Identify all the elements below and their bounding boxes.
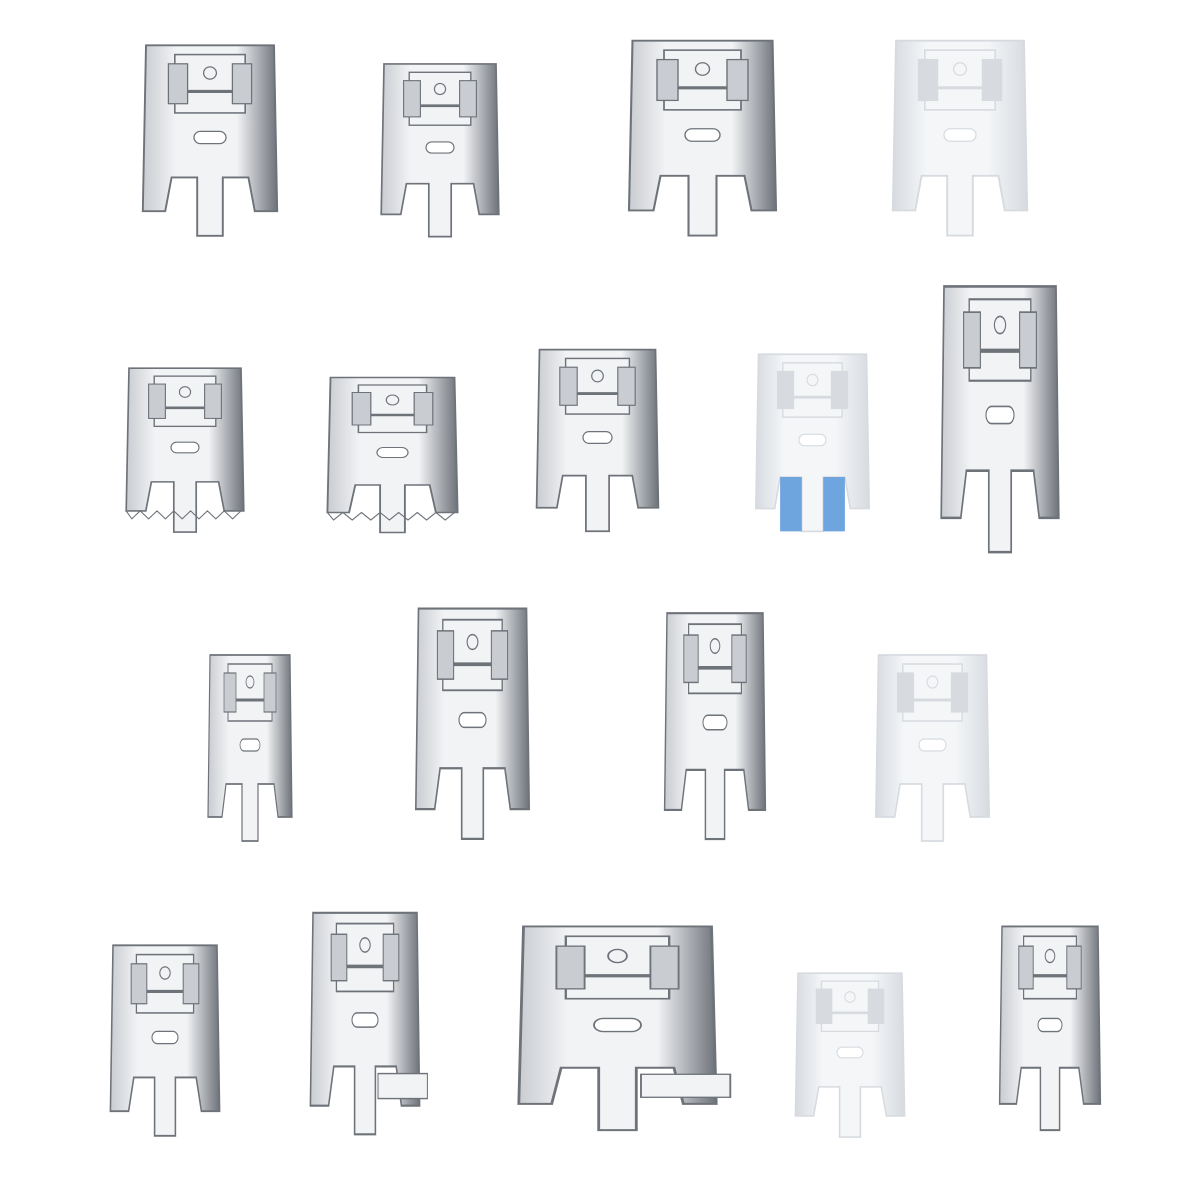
hemmer-foot	[525, 335, 670, 540]
buttonhole-foot	[100, 930, 230, 1145]
gathering-foot	[300, 895, 430, 1145]
stitch-in-ditch-foot	[930, 265, 1070, 565]
satin-stitch-foot	[880, 25, 1040, 245]
pintuck-foot	[115, 355, 255, 540]
cording-foot	[615, 25, 790, 245]
blind-hem-foot	[130, 30, 290, 245]
overcast-foot	[370, 50, 510, 245]
clear-general-foot	[865, 640, 1000, 850]
straight-stitch-foot	[990, 910, 1110, 1140]
overlock-foot	[655, 595, 775, 850]
clear-embroidery-foot	[785, 960, 915, 1145]
edge-guide-foot	[405, 590, 540, 850]
open-toe-foot	[745, 340, 880, 540]
rolled-hem-guide-foot	[500, 910, 735, 1140]
pintuck-foot-wide	[315, 365, 470, 540]
zipper-foot	[200, 640, 300, 850]
